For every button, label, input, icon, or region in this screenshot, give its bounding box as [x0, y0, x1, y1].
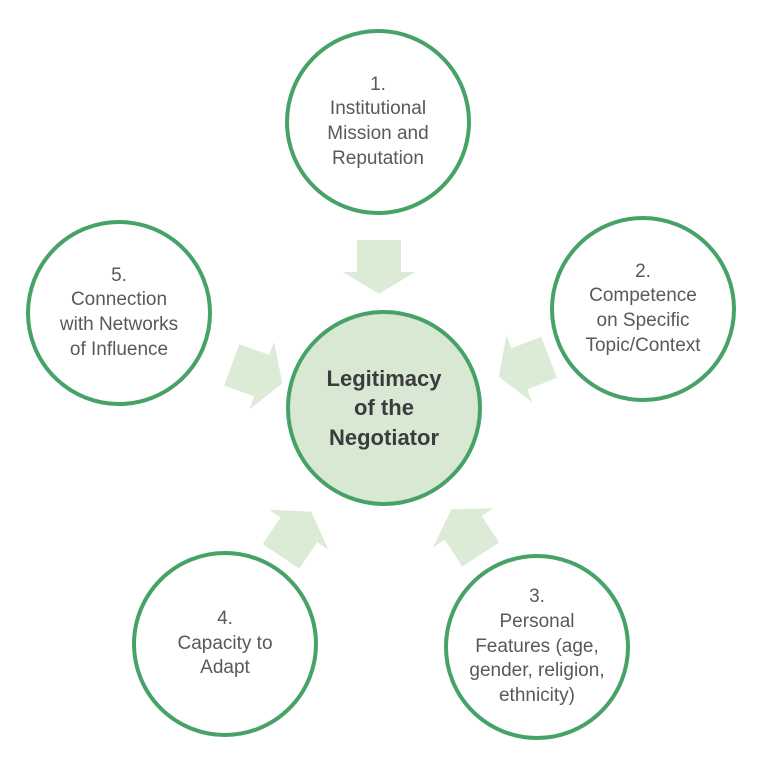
node-circle-3: 3. Personal Features (age, gender, relig…	[444, 554, 630, 740]
node-number: 3.	[529, 586, 545, 608]
arrow-node1-to-center-icon	[343, 240, 415, 294]
arrow-node4-to-center-icon	[262, 509, 329, 569]
center-label: Legitimacy of the Negotiator	[326, 366, 442, 450]
node-circle-1: 1. Institutional Mission and Reputation	[285, 29, 471, 215]
arrow-node3-to-center-icon	[433, 508, 500, 567]
node-number: 4.	[217, 607, 233, 629]
node-number: 1.	[370, 73, 386, 95]
node-number: 5.	[111, 264, 127, 286]
arrow-node5-to-center-icon	[224, 341, 283, 410]
node-label: Institutional Mission and Reputation	[327, 98, 429, 169]
node-label: Capacity to Adapt	[177, 632, 273, 679]
arrow-node2-to-center-icon	[498, 335, 558, 403]
center-circle-legitimacy: Legitimacy of the Negotiator	[286, 310, 482, 506]
node-label: Connection with Networks of Influence	[59, 289, 179, 360]
node-number: 2.	[635, 260, 651, 282]
node-label: Competence on Specific Topic/Context	[585, 285, 701, 356]
node-circle-5: 5. Connection with Networks of Influence	[26, 220, 212, 406]
node-label: Personal Features (age, gender, religion…	[469, 610, 605, 707]
node-circle-2: 2. Competence on Specific Topic/Context	[550, 216, 736, 402]
node-circle-4: 4. Capacity to Adapt	[132, 551, 318, 737]
